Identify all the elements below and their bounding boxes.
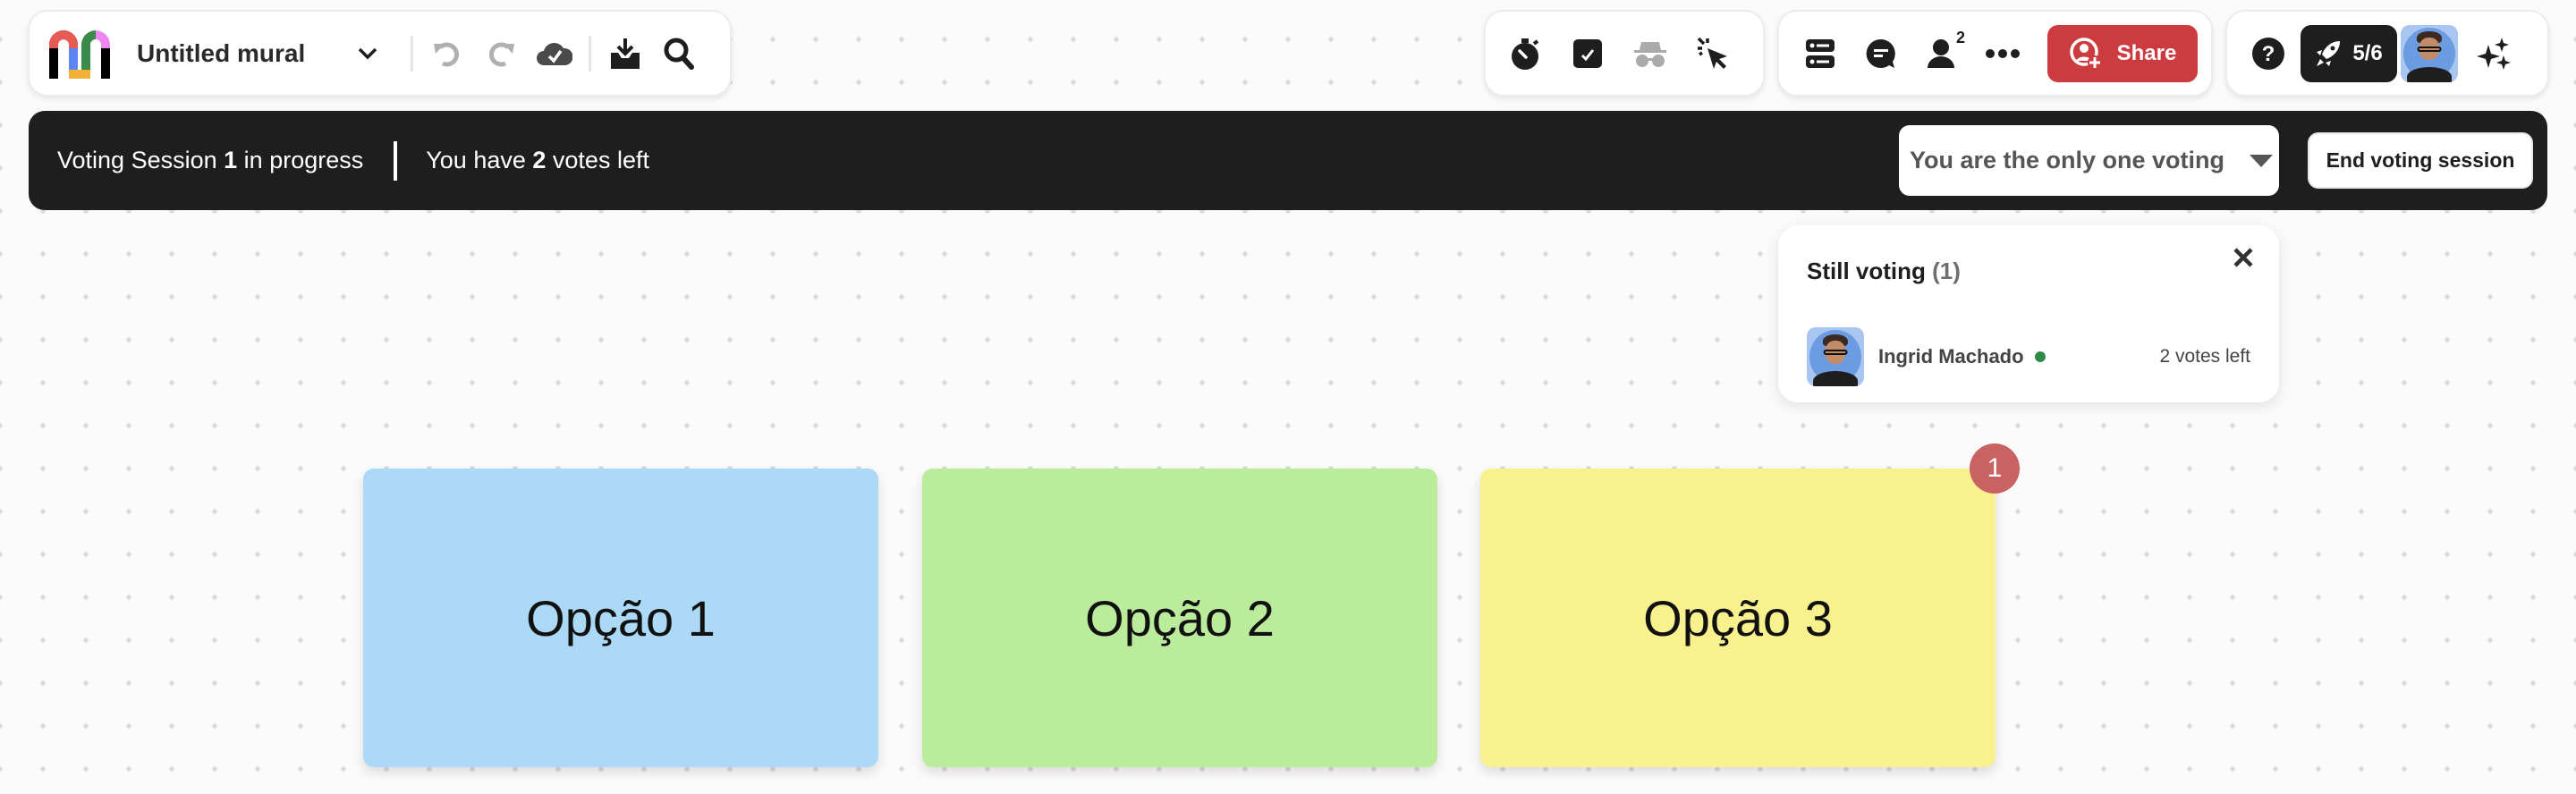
- timer-button[interactable]: [1498, 27, 1552, 80]
- export-button[interactable]: [598, 27, 652, 80]
- collaborators-icon: [1928, 38, 1954, 68]
- divider: [589, 35, 592, 72]
- private-mode-button[interactable]: [1623, 27, 1677, 80]
- onboarding-progress-button[interactable]: 5/6: [2301, 24, 2397, 82]
- participant-votes-left: 2 votes left: [2159, 346, 2250, 367]
- voting-session-bar: Voting Session 1 in progress You have 2 …: [29, 111, 2547, 210]
- facilitation-tools: [1484, 10, 1765, 97]
- participant-avatar: [1807, 327, 1864, 386]
- outline-button[interactable]: [1793, 27, 1847, 80]
- more-icon: [1986, 48, 2020, 58]
- sticky-text: Opção 1: [526, 589, 716, 646]
- voters-dropdown[interactable]: You are the only one voting: [1899, 125, 2279, 196]
- progress-label: 5/6: [2352, 40, 2383, 65]
- share-label: Share: [2116, 40, 2177, 65]
- popover-title: Still voting (1): [1807, 258, 1961, 284]
- chat-button[interactable]: [1854, 27, 1908, 80]
- vote-count-badge: 1: [1970, 443, 2020, 494]
- help-button[interactable]: ?: [2247, 27, 2290, 80]
- mural-title[interactable]: Untitled mural: [137, 38, 306, 67]
- saved-status[interactable]: [528, 27, 581, 80]
- outline-icon: [1806, 38, 1835, 68]
- more-button[interactable]: [1976, 27, 2029, 80]
- cloud-saved-icon: [537, 42, 573, 65]
- caret-down-icon: [2250, 154, 2274, 167]
- mural-logo-icon[interactable]: [49, 29, 110, 79]
- end-voting-session-button[interactable]: End voting session: [2308, 132, 2533, 189]
- divider: [411, 35, 414, 72]
- redo-button[interactable]: [474, 27, 528, 80]
- participant-row: Ingrid Machado 2 votes left: [1807, 327, 2250, 386]
- search-icon: [664, 38, 695, 70]
- collaboration-toolbar: 2 Share: [1777, 10, 2213, 97]
- participant-name: Ingrid Machado: [1878, 345, 2024, 367]
- collaborator-count: 2: [1955, 28, 1965, 46]
- voters-dropdown-value: You are the only one voting: [1910, 147, 2225, 173]
- sticky-note[interactable]: Opção 2: [922, 469, 1437, 767]
- sticky-text: Opção 2: [1085, 589, 1275, 646]
- sticky-text: Opção 3: [1643, 589, 1833, 646]
- sticky-note[interactable]: Opção 1: [363, 469, 878, 767]
- votes-remaining: You have 2 votes left: [426, 147, 649, 173]
- undo-button[interactable]: [420, 27, 474, 80]
- laser-pointer-button[interactable]: [1686, 27, 1740, 80]
- voting-button[interactable]: [1561, 27, 1614, 80]
- ai-button[interactable]: [2467, 27, 2521, 80]
- private-mode-icon: [1634, 41, 1666, 67]
- redo-icon: [489, 42, 515, 66]
- chevron-down-icon: [358, 47, 377, 59]
- session-status: Voting Session 1 in progress: [57, 147, 364, 173]
- svg-text:?: ?: [2262, 42, 2275, 66]
- close-icon: [2233, 248, 2253, 267]
- voting-icon: [1573, 38, 1602, 68]
- close-button[interactable]: [2227, 241, 2259, 274]
- rocket-icon: [2317, 40, 2341, 66]
- help-toolbar: ? 5/6: [2225, 10, 2549, 97]
- still-voting-popover: Still voting (1) Ingrid Machado 2 votes …: [1778, 225, 2279, 402]
- undo-icon: [434, 42, 460, 66]
- download-icon: [611, 38, 640, 69]
- share-button[interactable]: Share: [2047, 24, 2198, 82]
- collaborators-button[interactable]: 2: [1915, 27, 1969, 80]
- sticky-note[interactable]: Opção 3: [1480, 469, 1996, 767]
- divider: [394, 140, 398, 181]
- user-avatar[interactable]: [2401, 24, 2458, 82]
- online-status-icon: [2034, 351, 2046, 362]
- mural-toolbar: Untitled mural: [28, 10, 732, 97]
- help-icon: ?: [2252, 37, 2284, 70]
- add-user-icon: [2069, 37, 2102, 70]
- timer-icon: [1512, 38, 1539, 70]
- search-button[interactable]: [652, 27, 706, 80]
- laser-pointer-icon: [1697, 37, 1727, 69]
- chat-icon: [1866, 38, 1895, 68]
- sparkle-icon: [2477, 37, 2511, 70]
- mural-menu-button[interactable]: [341, 27, 394, 80]
